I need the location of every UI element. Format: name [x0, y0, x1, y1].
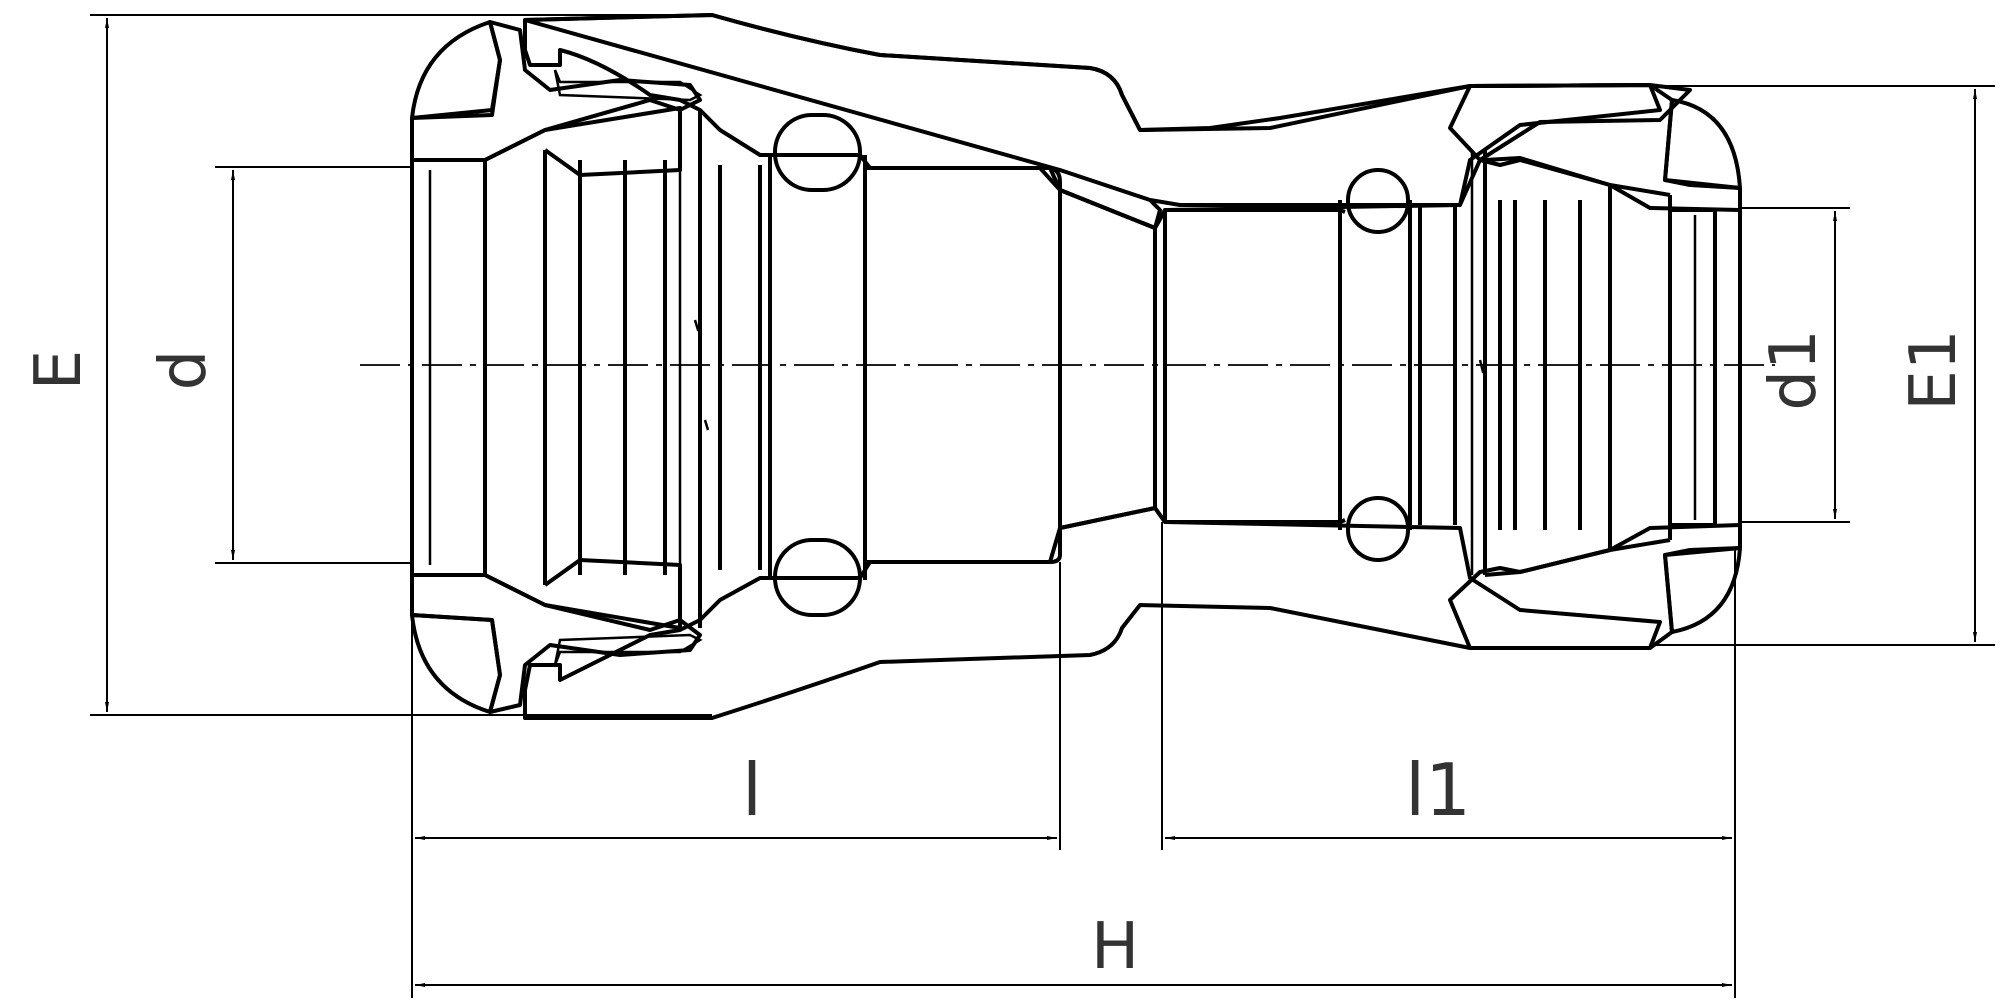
dimension-labels: E d l l1 H d1 E1 — [22, 329, 1971, 984]
label-d: d — [147, 350, 221, 391]
stop-mark-left — [693, 319, 710, 431]
o-ring-left-top — [773, 113, 862, 192]
o-rings — [773, 113, 1410, 617]
cap-left-cup-bottom — [410, 613, 502, 714]
left-grip-cone — [484, 106, 682, 630]
bore-outlines — [410, 106, 1742, 630]
label-l1: l1 — [1405, 748, 1471, 832]
cap-left-top — [410, 20, 702, 162]
label-E1: E1 — [1897, 329, 1971, 410]
o-ring-right-bottom — [1346, 496, 1410, 562]
label-H: H — [1091, 910, 1139, 984]
ring-left-bottom — [553, 633, 703, 666]
cap-right-cup-bottom — [1663, 546, 1742, 634]
bore-taper — [1059, 188, 1157, 530]
left-inner-step — [412, 158, 487, 577]
cap-right-top — [1448, 83, 1742, 212]
cap-right-bottom — [1448, 523, 1742, 650]
ring-left-top — [553, 69, 703, 102]
body-left-lower-wall — [523, 506, 1662, 720]
o-ring-left-bottom — [773, 538, 862, 617]
label-E: E — [22, 350, 96, 390]
body-left-upper-wall — [523, 13, 1662, 230]
cap-right-cup-top — [1663, 98, 1742, 190]
right-main-bore — [1153, 208, 1346, 524]
left-main-bore — [865, 166, 1062, 564]
o-ring-right-top — [1346, 168, 1410, 234]
right-inner-step-b — [1670, 208, 1717, 527]
stop-mark-right — [1478, 359, 1487, 374]
label-d1: d1 — [1757, 329, 1831, 410]
right-grip-cone — [1484, 156, 1671, 577]
dimensions — [90, 14, 1995, 998]
section-bottom — [410, 506, 1742, 720]
cap-left-bottom — [410, 573, 702, 714]
cap-left-cup-top — [410, 20, 502, 120]
label-l: l — [742, 748, 762, 832]
